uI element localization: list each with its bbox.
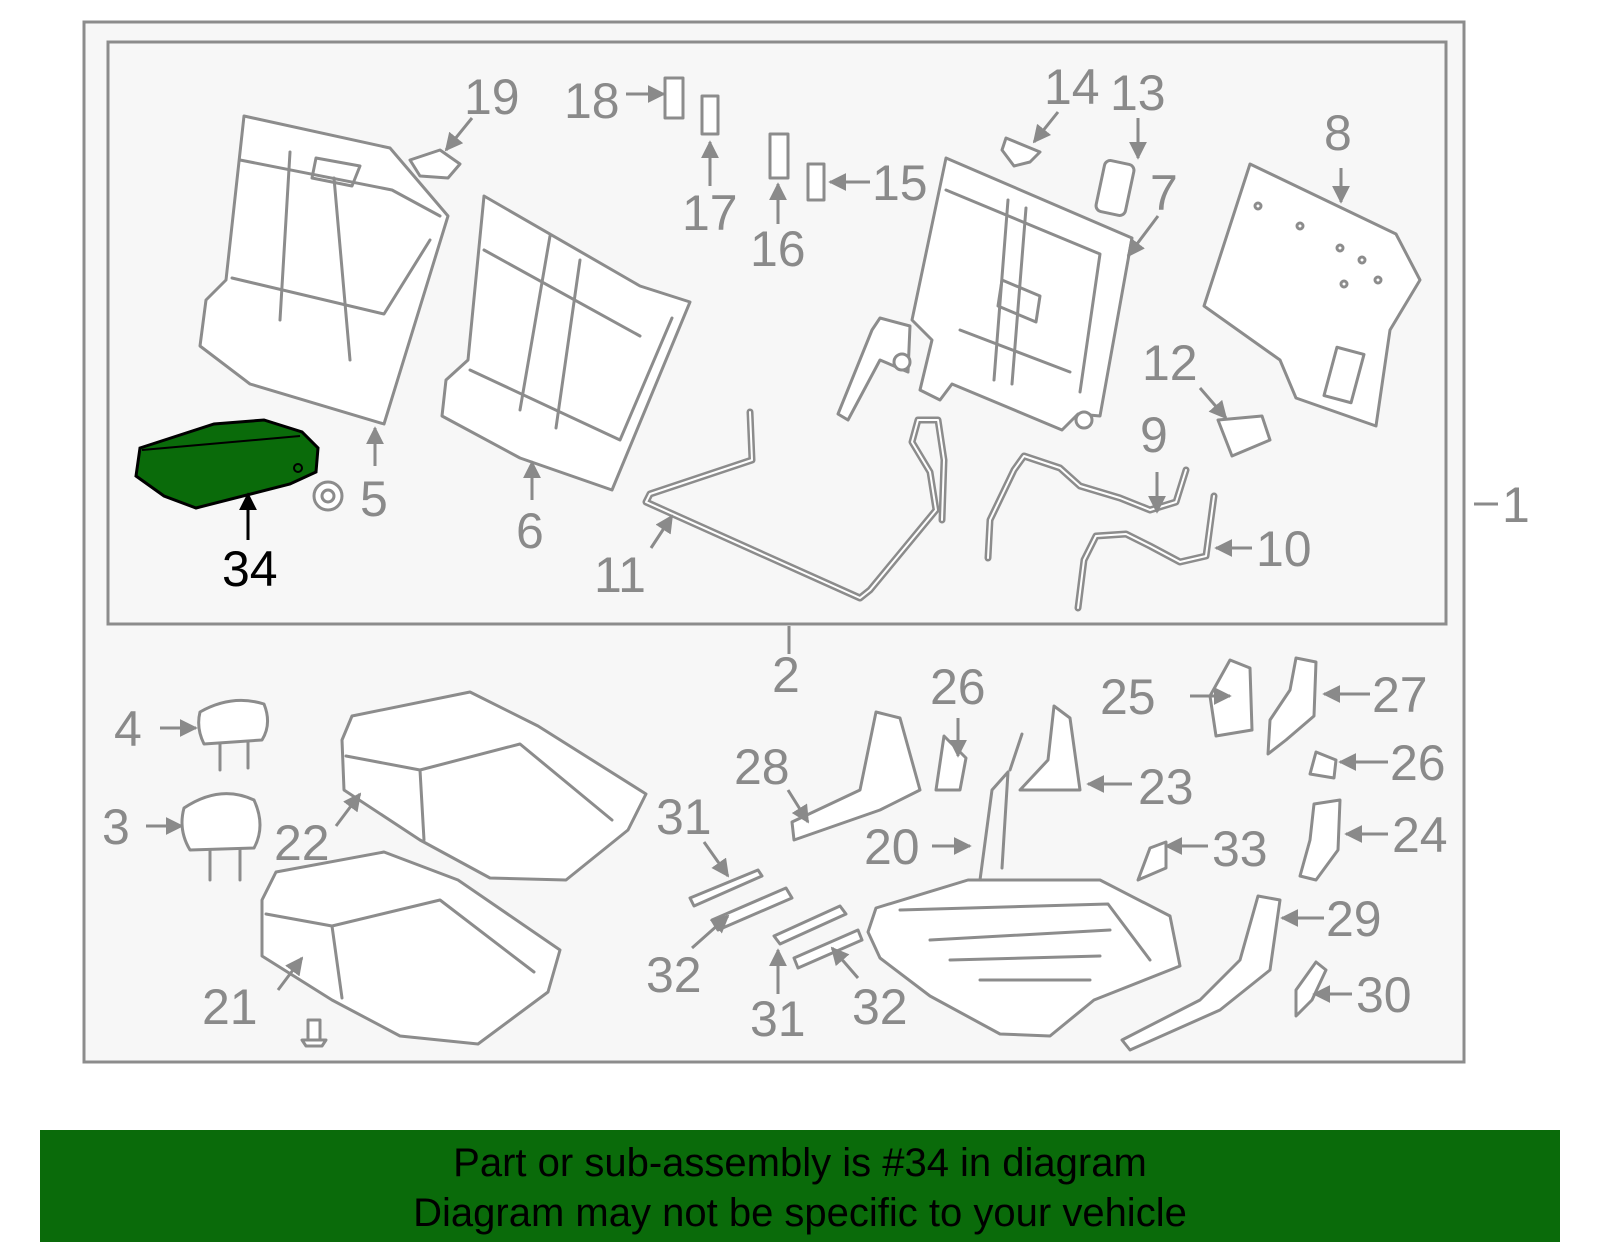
callout-13: 13 (1110, 65, 1166, 121)
callout-20: 20 (864, 819, 920, 875)
callout-2: 2 (772, 647, 800, 703)
clip-part (312, 480, 344, 512)
back-panel (1202, 162, 1422, 428)
seat-cushion-frame (866, 732, 1182, 1038)
callout-1: 1 (1502, 477, 1530, 533)
seat-rails (688, 868, 864, 970)
callout-27: 27 (1372, 667, 1428, 723)
callout-5: 5 (360, 471, 388, 527)
headrest-upper (197, 698, 269, 772)
callout-11: 11 (594, 547, 646, 603)
small-fasteners (408, 76, 1272, 458)
callout-10: 10 (1256, 521, 1312, 577)
footer-part-note: Part or sub-assembly is #34 in diagram (453, 1141, 1147, 1185)
callout-29: 29 (1326, 891, 1382, 947)
callout-26-right: 26 (1390, 735, 1446, 791)
callout-24: 24 (1392, 807, 1448, 863)
callout-19: 19 (464, 69, 520, 125)
callout-14: 14 (1044, 59, 1100, 115)
callout-32-left: 32 (646, 947, 702, 1003)
headrest-lower (180, 792, 262, 882)
armrest-highlighted (134, 418, 320, 510)
callout-15: 15 (872, 155, 928, 211)
hinge-bracket (836, 316, 912, 422)
callout-33: 33 (1212, 821, 1268, 877)
seat-back-frame (910, 156, 1134, 432)
callout-23: 23 (1138, 759, 1194, 815)
callout-31-bottom: 31 (750, 991, 806, 1047)
callout-28: 28 (734, 739, 790, 795)
callout-17: 17 (682, 185, 738, 241)
callout-6: 6 (516, 503, 544, 559)
callout-8: 8 (1324, 105, 1352, 161)
seat-cushion-upper (340, 690, 648, 882)
footer-disclaimer: Diagram may not be specific to your vehi… (413, 1191, 1187, 1235)
callout-21: 21 (202, 979, 258, 1035)
callout-7: 7 (1150, 165, 1178, 221)
callout-32-right: 32 (852, 979, 908, 1035)
callout-9: 9 (1140, 407, 1168, 463)
callout-12: 12 (1142, 335, 1198, 391)
callout-30: 30 (1356, 967, 1412, 1023)
callout-3: 3 (102, 799, 130, 855)
callout-31-top: 31 (656, 789, 712, 845)
seat-cushion-lower (260, 850, 562, 1046)
callout-18: 18 (564, 73, 620, 129)
callout-34-highlighted: 34 (222, 541, 278, 597)
callout-4: 4 (114, 701, 142, 757)
seat-back-center (440, 194, 692, 492)
parts-diagram: 1 2 3 4 5 6 7 8 9 10 11 12 13 14 15 16 1… (82, 20, 1530, 1064)
callout-16: 16 (750, 221, 806, 277)
side-trim-parts (790, 656, 1342, 1052)
seat-back-left (198, 114, 450, 426)
bolt-part (300, 1018, 328, 1048)
callout-25: 25 (1100, 669, 1156, 725)
callout-22: 22 (274, 815, 330, 871)
callout-26-top: 26 (930, 659, 986, 715)
footer-banner: Part or sub-assembly is #34 in diagram D… (40, 1130, 1560, 1242)
